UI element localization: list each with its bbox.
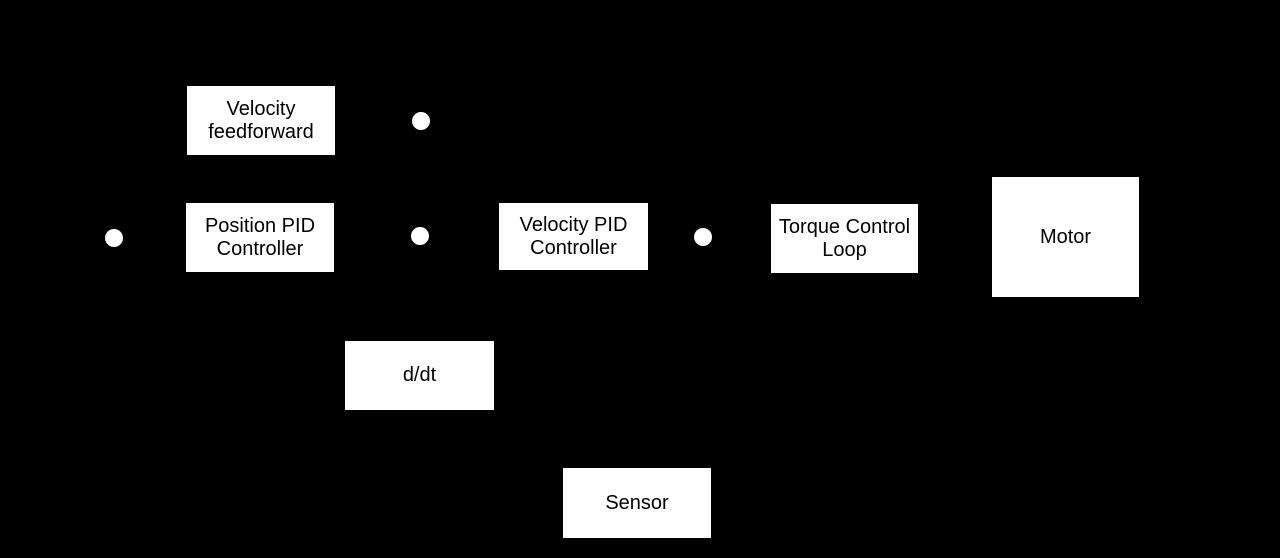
- block-torque-control-loop: Torque Control Loop: [771, 204, 918, 273]
- block-differentiator: d/dt: [345, 341, 494, 410]
- summing-junction-feedforward-icon: [412, 112, 430, 130]
- block-velocity-feedforward: Velocity feedforward: [187, 86, 335, 155]
- summing-junction-torque-icon: [694, 228, 712, 246]
- summing-junction-velocity-icon: [411, 227, 429, 245]
- block-sensor: Sensor: [563, 468, 711, 538]
- summing-junction-position-icon: [105, 229, 123, 247]
- block-motor: Motor: [992, 177, 1139, 297]
- block-velocity-pid-controller: Velocity PID Controller: [499, 203, 648, 270]
- block-position-pid-controller: Position PID Controller: [186, 203, 334, 272]
